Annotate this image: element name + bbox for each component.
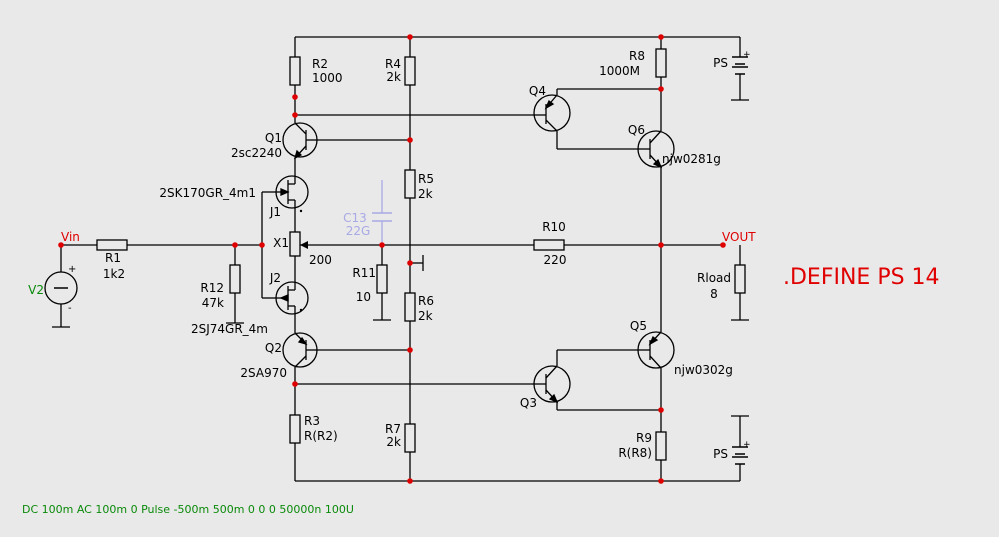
j2-ref: J2 [269,271,281,285]
r3-value: R(R2) [304,429,338,443]
q1-value: 2sc2240 [231,146,282,160]
x1-value: 200 [309,253,332,267]
r10-ref: R10 [542,220,566,234]
j1-ref: J1 [269,205,281,219]
wires [52,36,749,482]
r1-body[interactable] [96,239,128,251]
c13-capacitor[interactable] [372,212,392,222]
q4-ref: Q4 [529,84,546,98]
r4-body[interactable] [404,56,416,86]
x1-body[interactable] [289,231,301,257]
r8-value: 1000M [599,64,640,78]
define-directive: .DEFINE PS 14 [783,265,940,290]
r5-ref: R5 [418,172,434,186]
r2-body[interactable] [289,56,301,86]
r6-value: 2k [418,309,433,323]
rload-ref: Rload [697,271,731,285]
q3-transistor[interactable] [532,365,571,404]
q2-value: 2SA970 [240,366,287,380]
r9-body[interactable] [655,431,667,461]
q2-transistor[interactable] [282,332,318,368]
r1-value: 1k2 [103,267,125,281]
j2-dot [299,308,303,312]
q6-value: njw0281g [662,152,721,166]
r1-ref: R1 [105,251,121,265]
v2-source[interactable]: + - [44,264,78,314]
r6-body[interactable] [404,292,416,322]
j2-value: 2SJ74GR_4m [191,322,268,336]
r8-ref: R8 [629,49,645,63]
vout-net-label: VOUT [722,230,756,244]
j1-value: 2SK170GR_4m1 [159,186,256,200]
j1-jfet[interactable] [275,175,309,209]
rload-value: 8 [710,287,718,301]
r10-value: 220 [544,253,567,267]
ps-top-ref: PS [713,56,728,70]
r12-body[interactable] [229,264,241,294]
r3-body[interactable] [289,414,301,444]
r11-body[interactable] [376,264,388,294]
svg-text:+: + [743,50,751,60]
ps-bottom-battery[interactable] [732,446,748,465]
q6-ref: Q6 [628,123,645,137]
q5-ref: Q5 [630,319,647,333]
ps-bottom-ref: PS [713,447,728,461]
transistors [275,94,675,404]
q4-transistor[interactable] [532,94,571,132]
svg-text:+: + [743,440,751,450]
q5-transistor[interactable] [637,331,675,369]
r12-value: 47k [202,296,224,310]
svg-text:-: - [68,303,72,314]
r2-value: 1000 [312,71,343,85]
r8-body[interactable] [655,48,667,78]
q5-value: njw0302g [674,363,733,377]
r5-body[interactable] [404,169,416,199]
r4-value: 2k [386,70,401,84]
svg-text:+: + [68,264,76,275]
q6-transistor[interactable] [637,130,675,169]
r2-ref: R2 [312,57,328,71]
q1-ref: Q1 [265,131,282,145]
ps-top-battery[interactable] [732,56,748,75]
r5-value: 2k [418,187,433,201]
q3-ref: Q3 [520,396,537,410]
r7-value: 2k [386,435,401,449]
v2-ref: V2 [28,283,44,297]
labels: R2 1000 R3 R(R2) R4 2k R5 2k R6 2k R7 2k… [22,49,940,516]
nodes [58,34,726,484]
q1-transistor[interactable] [282,122,318,160]
j1-dot [299,209,303,213]
r12-ref: R12 [200,281,224,295]
j2-jfet[interactable] [275,281,309,315]
r9-value: R(R8) [618,446,652,460]
q2-ref: Q2 [265,341,282,355]
r11-ref: R11 [352,266,376,280]
r11-value: 10 [356,290,371,304]
c13-ref: C13 [343,211,367,225]
c13-value: 22G [346,224,371,238]
r7-ref: R7 [385,422,401,436]
source-command: DC 100m AC 100m 0 Pulse -500m 500m 0 0 0… [22,503,354,516]
r4-ref: R4 [385,57,401,71]
r7-body[interactable] [404,423,416,453]
vin-net-label: Vin [61,230,80,244]
x1-ref: X1 [273,236,289,250]
r3-ref: R3 [304,414,320,428]
r9-ref: R9 [636,431,652,445]
r10-body[interactable] [533,239,565,251]
x1-wiper-arrow [300,241,308,249]
rload-body[interactable] [734,264,746,294]
resistors [96,48,746,461]
r6-ref: R6 [418,294,434,308]
